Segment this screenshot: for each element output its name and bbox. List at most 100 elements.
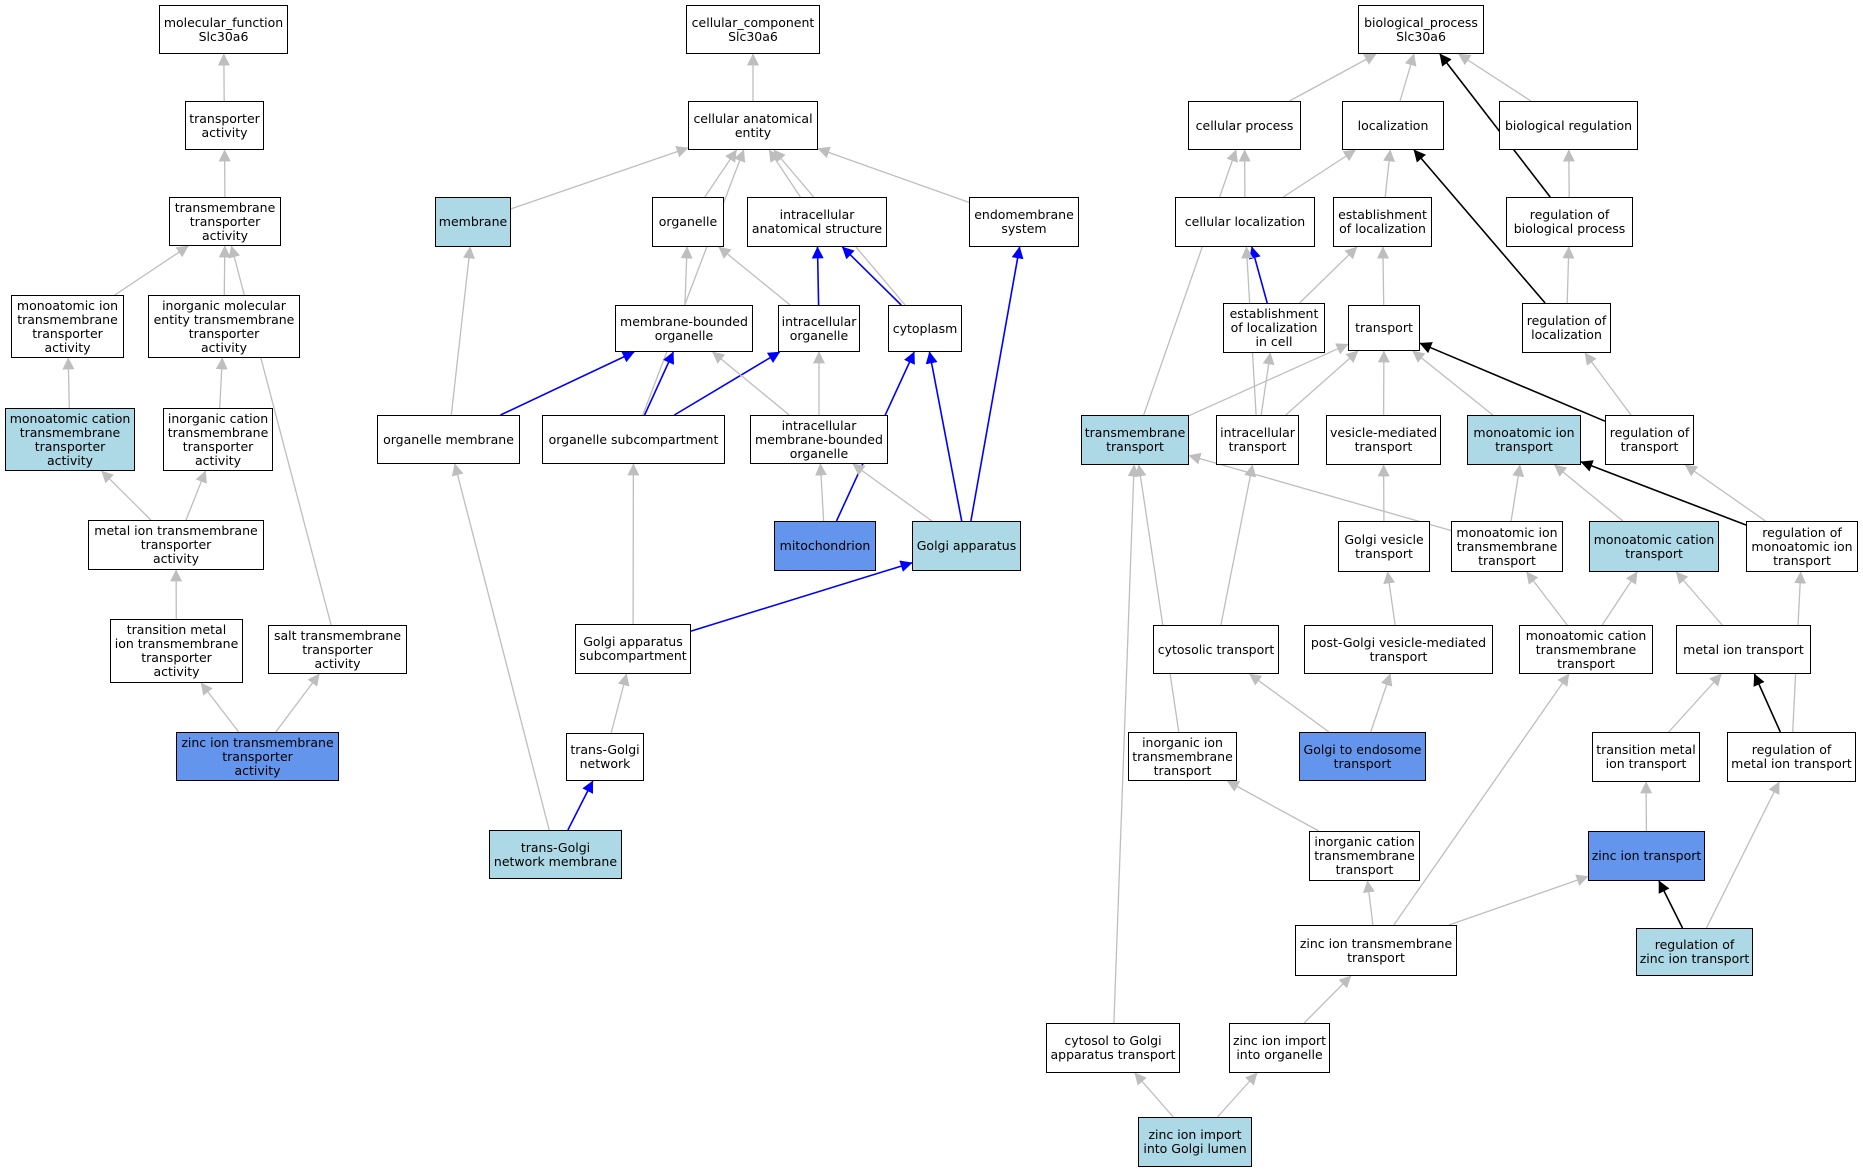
edge-inorganic-cation-tm-act-to-inorganic-mol-entity-act xyxy=(215,357,228,409)
node-trans-golgi-network-membrane: trans-Golgi network membrane xyxy=(489,830,622,879)
node-intracellular-transport: intracellular transport xyxy=(1216,415,1299,465)
node-golgi-subcompartment: Golgi apparatus subcompartment xyxy=(575,624,691,674)
edge-cellular-process-to-bp-root xyxy=(1289,53,1377,102)
edge-organelle-subcompartment-to-membrane-bounded-organelle xyxy=(643,351,675,416)
edge-zinc-ion-import-into-golgi-lumen-to-cytosol-to-golgi-transport xyxy=(1134,1072,1174,1118)
edge-zinc-ion-tm-transport-to-monoatomic-cation-tm-transport xyxy=(1393,673,1570,926)
edge-regulation-of-zinc-ion-transport-to-regulation-of-metal-ion-transport xyxy=(1705,781,1780,929)
node-monoatomic-cation-transport: monoatomic cation transport xyxy=(1589,521,1719,572)
node-cytosolic-transport: cytosolic transport xyxy=(1153,625,1279,674)
node-membrane: membrane xyxy=(435,197,511,247)
edge-zinc-ion-tm-transport-to-inorganic-cation-tm-transport xyxy=(1362,880,1375,926)
edge-regulation-of-transport-to-transport xyxy=(1419,342,1606,422)
node-establishment-loc-in-cell: establishment of localization in cell xyxy=(1223,303,1325,353)
edge-cytoplasm-to-intracellular-anat-structure xyxy=(841,246,902,306)
edge-establishment-loc-in-cell-to-cellular-localization xyxy=(1249,246,1268,304)
node-organelle: organelle xyxy=(652,197,724,247)
node-cellular-localization: cellular localization xyxy=(1175,197,1315,247)
edge-monoatomic-ion-tm-transport-to-transmembrane-transport xyxy=(1188,452,1452,532)
node-biological-regulation: biological regulation xyxy=(1499,101,1638,150)
node-golgi-vesicle-transport: Golgi vesicle transport xyxy=(1338,521,1430,572)
edge-intracellular-transport-to-establishment-loc-in-cell xyxy=(1260,352,1275,416)
node-cellular-anatomical-entity: cellular anatomical entity xyxy=(688,101,818,150)
node-intracellular-organelle: intracellular organelle xyxy=(778,305,860,352)
edge-membrane-to-cellular-anatomical-entity xyxy=(510,145,689,210)
node-cellular-process: cellular process xyxy=(1188,101,1301,150)
node-transition-metal-ion-transport: transition metal ion transport xyxy=(1592,732,1700,782)
edge-zinc-ion-import-into-golgi-lumen-to-zinc-ion-import-into-organelle xyxy=(1217,1072,1258,1118)
node-monoatomic-cation-tm-act: monoatomic cation transmembrane transpor… xyxy=(5,408,135,471)
edge-monoatomic-ion-tm-transport-to-monoatomic-ion-transport xyxy=(1510,464,1525,522)
node-post-golgi-vesicle-transport: post-Golgi vesicle-mediated transport xyxy=(1304,625,1493,674)
edge-intracellular-transport-to-transport xyxy=(1285,350,1359,416)
edge-trans-golgi-network-to-golgi-subcompartment xyxy=(610,673,630,734)
node-transmembrane-transport: transmembrane transport xyxy=(1081,415,1189,465)
node-metal-ion-transport: metal ion transport xyxy=(1676,625,1811,674)
edge-metal-ion-transport-to-monoatomic-cation-transport xyxy=(1675,571,1723,626)
node-tm-transporter-activity: transmembrane transporter activity xyxy=(169,197,281,246)
node-zinc-ion-tm-act: zinc ion transmembrane transporter activ… xyxy=(176,732,339,781)
edge-organelle-membrane-to-membrane xyxy=(450,246,475,416)
edge-mitochondrion-to-intracellular-mb-organelle xyxy=(815,463,828,522)
edge-transmembrane-transport-to-transport xyxy=(1188,343,1349,417)
node-transport: transport xyxy=(1348,305,1420,351)
node-salt-tm-act: salt transmembrane transporter activity xyxy=(268,625,407,674)
node-zinc-ion-tm-transport: zinc ion transmembrane transport xyxy=(1295,925,1457,976)
node-inorganic-ion-tm-transport: inorganic ion transmembrane transport xyxy=(1128,732,1237,781)
node-transition-metal-tm-act: transition metal ion transmembrane trans… xyxy=(110,619,243,683)
node-organelle-subcompartment: organelle subcompartment xyxy=(542,415,725,464)
edge-localization-to-bp-root xyxy=(1399,53,1417,102)
node-monoatomic-cation-tm-transport: monoatomic cation transmembrane transpor… xyxy=(1519,625,1653,674)
edge-cytosol-to-golgi-transport-to-transmembrane-transport xyxy=(1113,464,1140,1024)
node-cytoplasm: cytoplasm xyxy=(888,305,962,352)
node-regulation-of-transport: regulation of transport xyxy=(1605,415,1694,465)
node-mitochondrion: mitochondrion xyxy=(774,521,876,571)
edge-biological-regulation-to-bp-root xyxy=(1458,53,1532,102)
edge-golgi-subcompartment-to-golgi-apparatus xyxy=(690,560,913,632)
edge-metal-ion-tm-act-to-monoatomic-cation-tm-act xyxy=(101,470,152,521)
node-regulation-of-zinc-ion-transport: regulation of zinc ion transport xyxy=(1636,928,1753,976)
node-monoatomic-ion-tm-transport: monoatomic ion transmembrane transport xyxy=(1451,521,1563,572)
edge-regulation-of-localization-to-localization xyxy=(1413,149,1546,304)
edge-establishment-loc-in-cell-to-establishment-of-localization xyxy=(1299,246,1358,304)
edge-transition-metal-ion-transport-to-metal-ion-transport xyxy=(1668,673,1722,733)
edge-trans-golgi-network-membrane-to-organelle-membrane xyxy=(451,463,550,831)
node-localization: localization xyxy=(1342,101,1444,150)
node-vesicle-mediated-transport: vesicle-mediated transport xyxy=(1326,415,1441,465)
edge-establishment-of-localization-to-localization xyxy=(1383,149,1396,198)
edge-monoatomic-cation-tm-transport-to-monoatomic-ion-tm-transport xyxy=(1526,571,1568,626)
edge-organelle-to-cellular-anatomical-entity xyxy=(704,149,738,198)
node-inorganic-cation-tm-transport: inorganic cation transmembrane transport xyxy=(1309,831,1420,881)
edge-monoatomic-ion-transport-to-transport xyxy=(1412,350,1494,416)
edge-regulation-of-transport-to-regulation-of-localization xyxy=(1584,352,1632,416)
edge-inorganic-cation-tm-transport-to-inorganic-ion-tm-transport xyxy=(1226,780,1320,832)
edge-regulation-of-localization-to-regulation-of-bio-process xyxy=(1562,246,1575,304)
edge-inorganic-ion-tm-transport-to-transmembrane-transport xyxy=(1134,464,1180,733)
edge-zinc-ion-tm-act-to-salt-tm-act xyxy=(275,673,320,733)
edge-cytosolic-transport-to-intracellular-transport xyxy=(1220,464,1257,626)
edge-regulation-of-monoatomic-ion-transport-to-regulation-of-transport xyxy=(1684,464,1766,522)
edge-metal-ion-tm-act-to-inorganic-cation-tm-act xyxy=(185,470,207,521)
edge-regulation-of-bio-process-to-bp-root xyxy=(1439,53,1551,198)
edge-monoatomic-cation-tm-act-to-monoatomic-ion-tm-act xyxy=(62,357,75,409)
node-zinc-ion-import-into-organelle: zinc ion import into organelle xyxy=(1229,1023,1330,1073)
node-intracellular-anat-structure: intracellular anatomical structure xyxy=(747,197,887,247)
edge-golgi-to-endosome-transport-to-post-golgi-vesicle-transport xyxy=(1370,673,1393,733)
node-cc-root: cellular_component Slc30a6 xyxy=(686,5,820,54)
edge-monoatomic-cation-transport-to-monoatomic-ion-transport xyxy=(1554,464,1624,522)
node-cytosol-to-golgi-transport: cytosol to Golgi apparatus transport xyxy=(1046,1023,1180,1073)
edge-cellular-localization-to-localization xyxy=(1282,149,1356,198)
edge-zinc-ion-tm-act-to-transition-metal-tm-act xyxy=(200,682,240,733)
edge-golgi-to-endosome-transport-to-cytosolic-transport xyxy=(1249,673,1330,733)
edge-endomembrane-system-to-cellular-anatomical-entity xyxy=(817,146,970,204)
edge-golgi-apparatus-to-cytoplasm xyxy=(925,351,963,522)
edge-golgi-apparatus-to-endomembrane-system xyxy=(970,246,1024,522)
node-organelle-membrane: organelle membrane xyxy=(377,415,520,464)
edge-trans-golgi-network-membrane-to-trans-golgi-network xyxy=(567,780,594,831)
node-membrane-bounded-organelle: membrane-bounded organelle xyxy=(615,305,753,352)
edge-zinc-ion-tm-transport-to-zinc-ion-transport xyxy=(1448,874,1589,926)
node-intracellular-mb-organelle: intracellular membrane-bounded organelle xyxy=(750,415,888,464)
node-regulation-of-localization: regulation of localization xyxy=(1522,303,1611,353)
